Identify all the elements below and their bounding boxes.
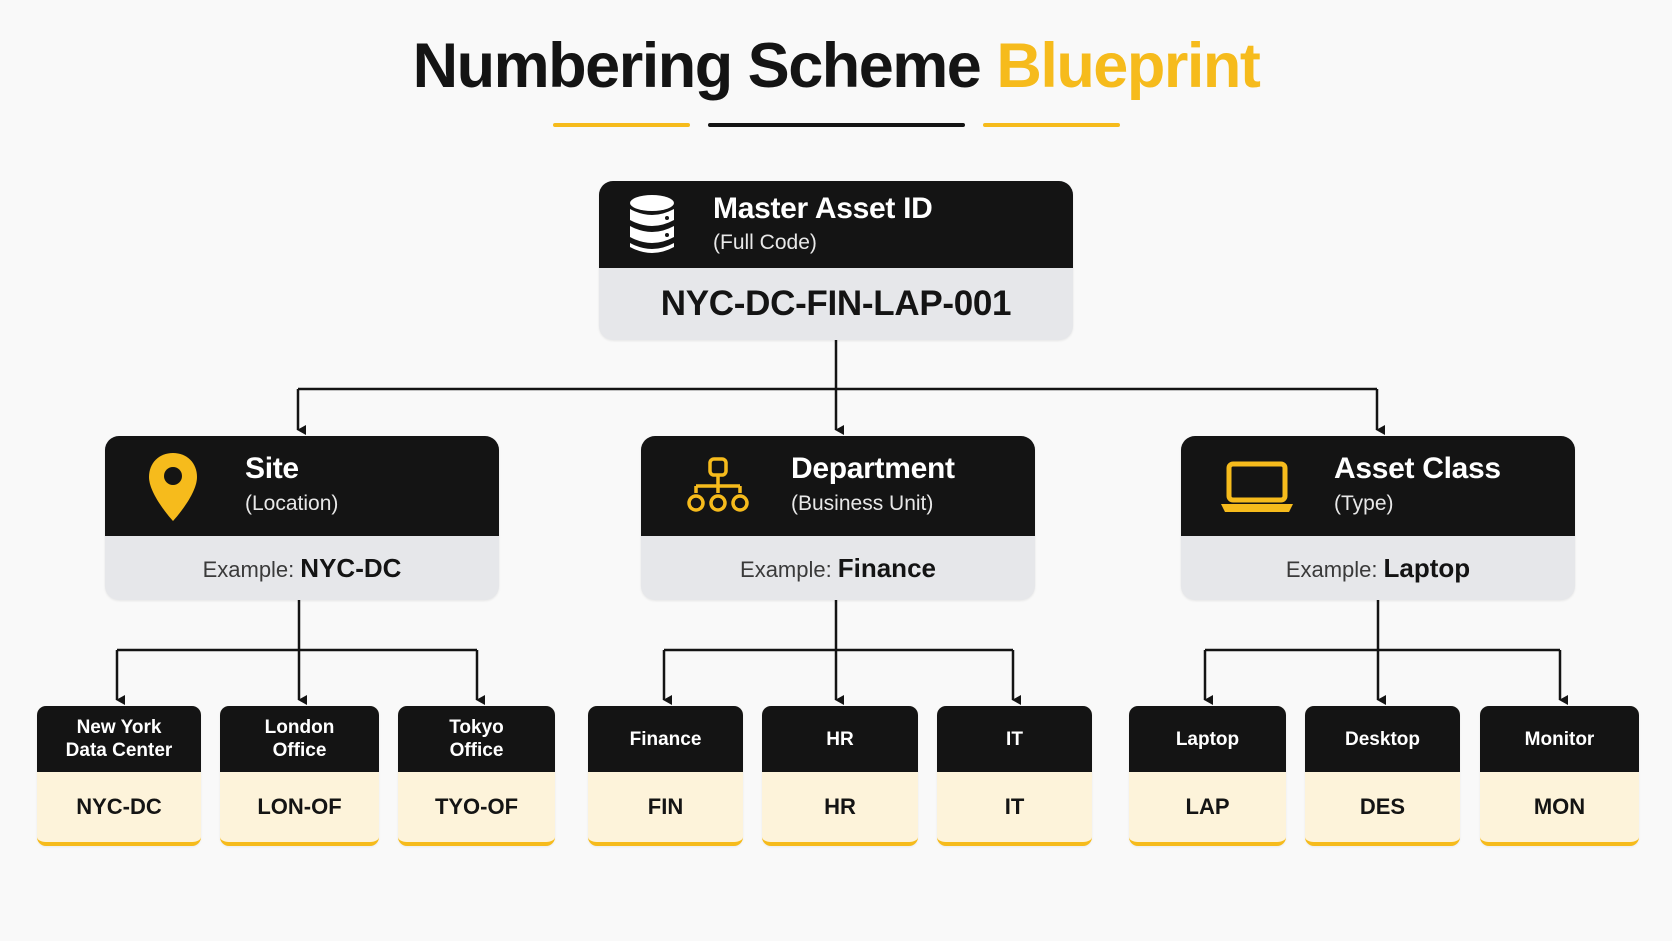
category-asset-class-example: Example:Laptop	[1181, 536, 1575, 600]
leaf-name: Tokyo Office	[398, 706, 555, 772]
example-label: Example:	[740, 557, 832, 582]
title-underline-right	[983, 123, 1120, 127]
title-underline-center	[708, 123, 965, 127]
leaf-it: IT IT	[937, 706, 1092, 846]
master-subtitle: (Full Code)	[713, 231, 817, 254]
leaf-code: MON	[1533, 794, 1586, 819]
database-icon	[630, 195, 674, 253]
leaf-code: DES	[1359, 794, 1406, 819]
location-pin-icon	[149, 453, 197, 521]
leaf-mon: Monitor MON	[1480, 706, 1639, 846]
leaf-fin: Finance FIN	[588, 706, 743, 846]
leaf-des: Desktop DES	[1305, 706, 1460, 846]
master-asset-id-box: Master Asset ID (Full Code) NYC-DC-FIN-L…	[599, 181, 1073, 340]
example-value: Laptop	[1383, 553, 1471, 583]
page-title: Numbering Scheme Blueprint	[0, 30, 1672, 102]
category-asset-class-subtitle: (Type)	[1334, 492, 1394, 515]
master-title: Master Asset ID	[713, 192, 933, 225]
leaf-name: HR	[762, 706, 918, 772]
category-asset-class-box: Asset Class (Type) Example:Laptop	[1181, 436, 1575, 600]
category-department-example: Example:Finance	[641, 536, 1035, 600]
leaf-code: IT	[1004, 794, 1025, 819]
leaf-code: FIN	[647, 794, 684, 819]
example-label: Example:	[1285, 557, 1378, 582]
leaf-name: Monitor	[1480, 706, 1639, 772]
leaf-name: IT	[937, 706, 1092, 772]
category-asset-class-title: Asset Class	[1334, 452, 1501, 485]
category-site-header: Site (Location)	[105, 436, 499, 536]
category-site-example: Example:NYC-DC	[105, 536, 499, 600]
leaf-code: TYO-OF	[434, 794, 519, 819]
category-site-box: Site (Location) Example:NYC-DC	[105, 436, 499, 600]
title-main: Numbering Scheme	[412, 31, 982, 101]
leaf-name: Desktop	[1305, 706, 1460, 772]
category-site-title: Site	[245, 452, 299, 485]
title-underline-left	[553, 123, 690, 127]
leaf-code: LAP	[1185, 794, 1230, 819]
leaf-nyc-dc: New York Data Center NYC-DC	[37, 706, 201, 846]
leaf-code: LON-OF	[257, 794, 342, 819]
master-header: Master Asset ID (Full Code)	[599, 181, 1073, 268]
leaf-name: Finance	[588, 706, 743, 772]
category-department-header: Department (Business Unit)	[641, 436, 1035, 536]
category-site-subtitle: (Location)	[245, 492, 339, 515]
laptop-icon	[1221, 461, 1293, 512]
master-code: NYC-DC-FIN-LAP-001	[660, 284, 1012, 323]
category-department-title: Department	[791, 452, 955, 485]
example-label: Example:	[202, 557, 295, 582]
leaf-tyo-of: Tokyo Office TYO-OF	[398, 706, 555, 846]
leaf-name: London Office	[220, 706, 379, 772]
org-chart-icon	[687, 457, 749, 512]
leaf-code: NYC-DC	[76, 794, 162, 819]
leaf-lap: Laptop LAP	[1129, 706, 1286, 846]
leaf-name: Laptop	[1129, 706, 1286, 772]
category-asset-class-header: Asset Class (Type)	[1181, 436, 1575, 536]
example-value: NYC-DC	[300, 553, 402, 583]
example-value: Finance	[837, 553, 936, 583]
leaf-lon-of: London Office LON-OF	[220, 706, 379, 846]
category-department-subtitle: (Business Unit)	[791, 492, 934, 515]
leaf-code: HR	[824, 794, 856, 819]
leaf-hr: HR HR	[762, 706, 918, 846]
category-department-box: Department (Business Unit) Example:Finan…	[641, 436, 1035, 600]
leaf-name: New York Data Center	[37, 706, 201, 772]
title-accent: Blueprint	[996, 31, 1261, 101]
